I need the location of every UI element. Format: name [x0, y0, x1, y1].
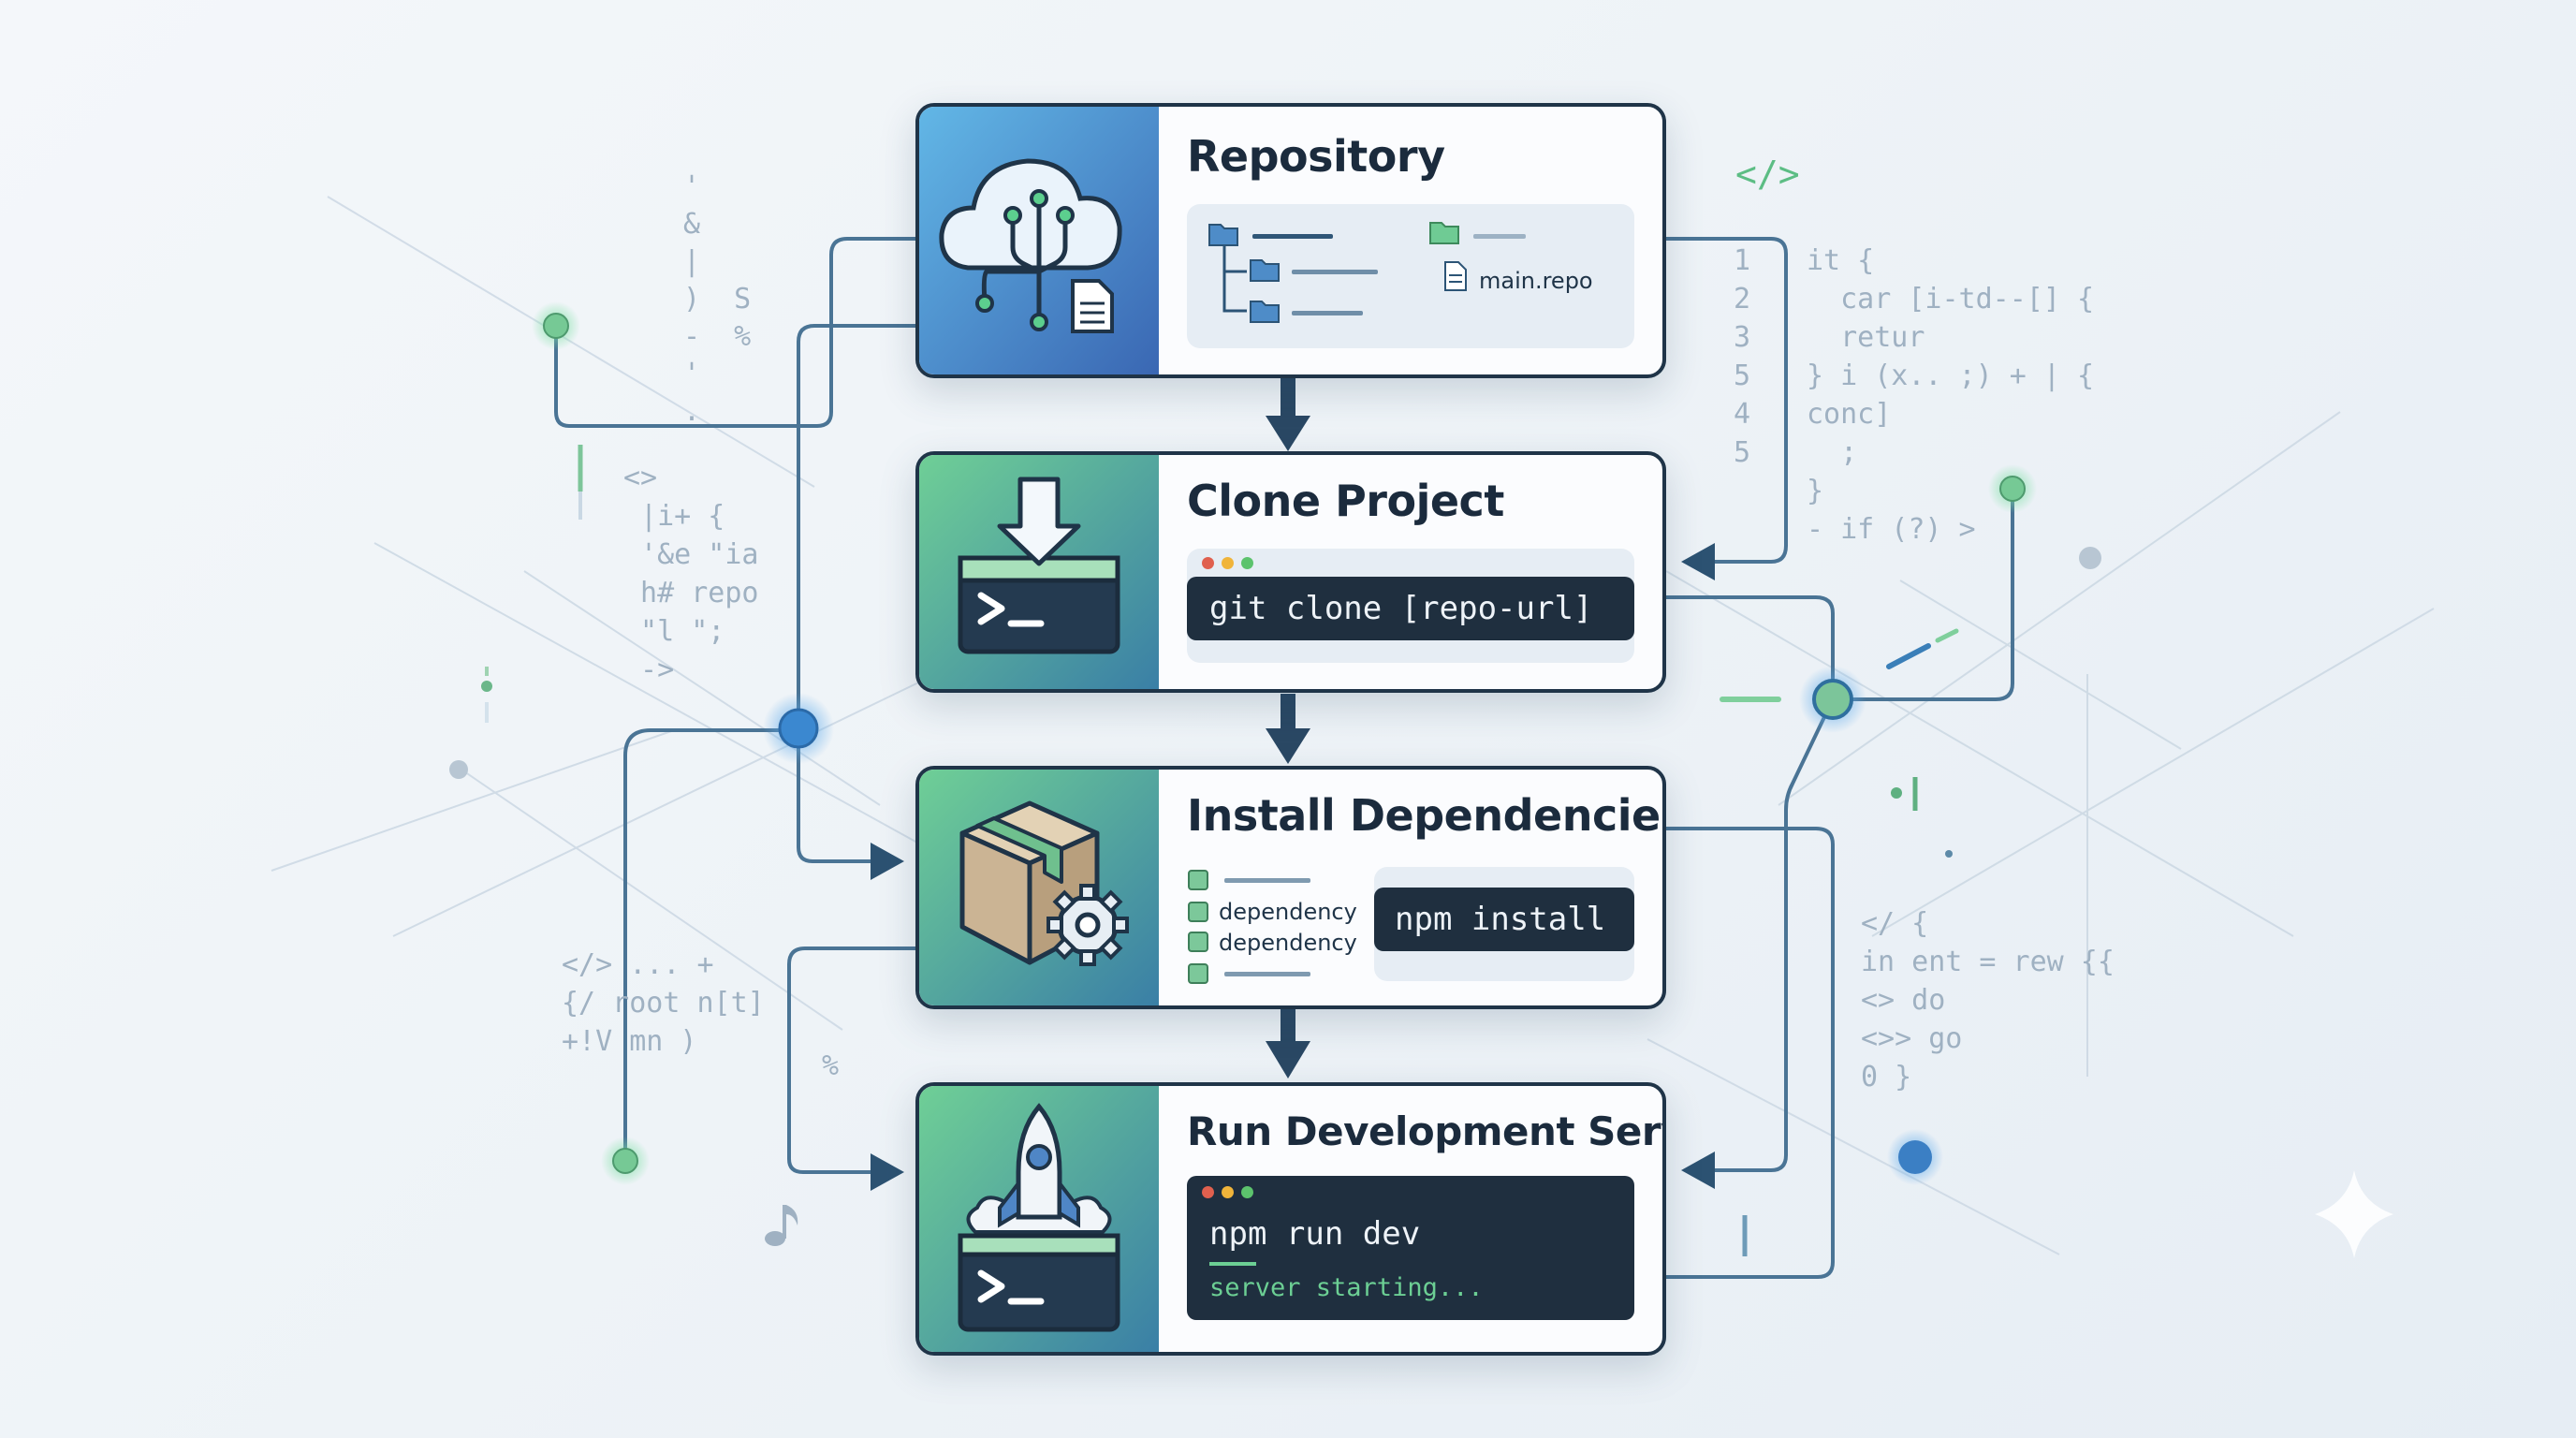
code-symbol: ) S: [683, 283, 752, 315]
percent-symbol: %: [822, 1049, 840, 1082]
code-line: - if (?) >: [1807, 513, 1976, 546]
cloud-repository-icon: [919, 107, 1159, 374]
code-line: </ {: [1861, 907, 1929, 940]
line-number: 3: [1734, 321, 1751, 354]
code-snippet-right-bottom: </ { in ent = rew {{ <> do <>> go 0 }: [1861, 904, 2115, 1096]
code-line: <>: [623, 462, 658, 494]
line-number: 4: [1734, 398, 1751, 431]
code-line: ;: [1807, 436, 1858, 469]
install-command: npm install: [1395, 901, 1606, 938]
window-controls: [1202, 557, 1261, 574]
code-line: car [i-td--[] {: [1807, 283, 2095, 315]
run-icon-panel: [919, 1086, 1159, 1352]
code-symbol: .: [683, 395, 701, 428]
checkbox-icon: [1188, 870, 1208, 890]
code-line: it {: [1807, 244, 1875, 277]
code-line: in ent = rew {{: [1861, 946, 2115, 978]
code-line: }: [1807, 475, 1824, 507]
install-icon-panel: [919, 770, 1159, 1005]
folder-icon: [1250, 259, 1280, 282]
clone-project-card[interactable]: Clone Project git clone [repo-url]: [915, 451, 1666, 693]
rocket-terminal-icon: [919, 1086, 1159, 1352]
code-line: ->: [623, 653, 675, 686]
code-line: {/ root n[t]: [562, 987, 765, 1020]
install-command-frame: npm install: [1374, 867, 1634, 981]
dev-server-command: npm run dev: [1209, 1215, 1421, 1253]
code-symbol: |: [683, 245, 701, 278]
folder-icon: [1208, 224, 1238, 246]
dependency-item: dependency: [1219, 930, 1357, 956]
file-tree-graphic: [1208, 222, 1526, 323]
code-line: '&e "ia: [623, 538, 759, 571]
install-dependencies-title: Install Dependencies: [1187, 790, 1666, 841]
code-line: |i+ {: [623, 500, 725, 533]
code-line: retur: [1807, 321, 1925, 354]
dependency-item: dependency: [1219, 899, 1357, 925]
file-tree-panel: main.repo: [1187, 204, 1634, 348]
dev-server-terminal[interactable]: npm run dev server starting...: [1187, 1176, 1634, 1320]
code-symbol: ': [683, 170, 701, 203]
run-dev-server-card[interactable]: Run Development Server npm run dev serve…: [915, 1082, 1666, 1356]
code-snippet-right-top: it { car [i-td--[] { retur } i (x.. ;) + …: [1807, 242, 2094, 549]
code-line: "l ";: [623, 615, 725, 648]
code-symbol: - %: [683, 320, 752, 353]
clone-command-box[interactable]: git clone [repo-url]: [1187, 577, 1634, 640]
code-line: } i (x.. ;) + | {: [1807, 360, 2095, 392]
code-line: conc]: [1807, 398, 1892, 431]
code-line: h# repo: [623, 577, 759, 609]
code-symbol: &: [683, 208, 701, 241]
repository-icon-panel: [919, 107, 1159, 374]
install-dependencies-card[interactable]: Install Dependencies dependency dependen…: [915, 766, 1666, 1009]
package-gear-icon: [919, 770, 1159, 1005]
download-terminal-icon: [919, 455, 1159, 689]
line-number: 1: [1734, 244, 1751, 277]
clone-terminal-frame: git clone [repo-url]: [1187, 549, 1634, 663]
repository-title: Repository: [1187, 131, 1445, 182]
command-underline: [1209, 1262, 1256, 1266]
gear-icon: [1046, 884, 1129, 966]
code-tag-top-right: </>: [1735, 154, 1800, 195]
line-numbers: 1 2 3 5 4 5: [1734, 242, 1750, 472]
line-number: 5: [1734, 436, 1751, 469]
line-number: 5: [1734, 360, 1751, 392]
clone-project-title: Clone Project: [1187, 476, 1504, 526]
music-note-icon: [765, 1205, 798, 1246]
code-line: </> ... +: [562, 948, 714, 981]
code-snippet-left-bottom: </> ... + {/ root n[t] +!V mn ): [562, 946, 765, 1061]
file-label[interactable]: main.repo: [1479, 268, 1593, 294]
symbols-left-top: ' & | ) S - % '.: [683, 169, 751, 431]
code-line: 0 }: [1861, 1061, 1912, 1093]
code-snippet-left-mid: <> |i+ { '&e "ia h# repo "l "; ->: [623, 459, 759, 689]
folder-icon: [1250, 301, 1280, 323]
install-command-box[interactable]: npm install: [1374, 888, 1634, 951]
folder-icon: [1429, 222, 1459, 244]
code-line: +!V mn ): [562, 1025, 697, 1058]
dev-server-output: server starting...: [1209, 1273, 1484, 1302]
repository-card[interactable]: Repository main.repo: [915, 103, 1666, 378]
run-dev-server-title: Run Development Server: [1187, 1108, 1662, 1154]
checkbox-icon: [1188, 902, 1208, 922]
clone-command: git clone [repo-url]: [1209, 590, 1593, 627]
code-line: <>> go: [1861, 1022, 1963, 1055]
code-line: <> do: [1861, 984, 1946, 1017]
dependency-list: dependency dependency: [1187, 867, 1402, 989]
window-controls: [1202, 1184, 1261, 1202]
checkbox-icon: [1188, 932, 1208, 952]
clone-icon-panel: [919, 455, 1159, 689]
checkbox-icon: [1188, 963, 1208, 984]
code-symbol: ': [683, 358, 701, 390]
line-number: 2: [1734, 283, 1751, 315]
